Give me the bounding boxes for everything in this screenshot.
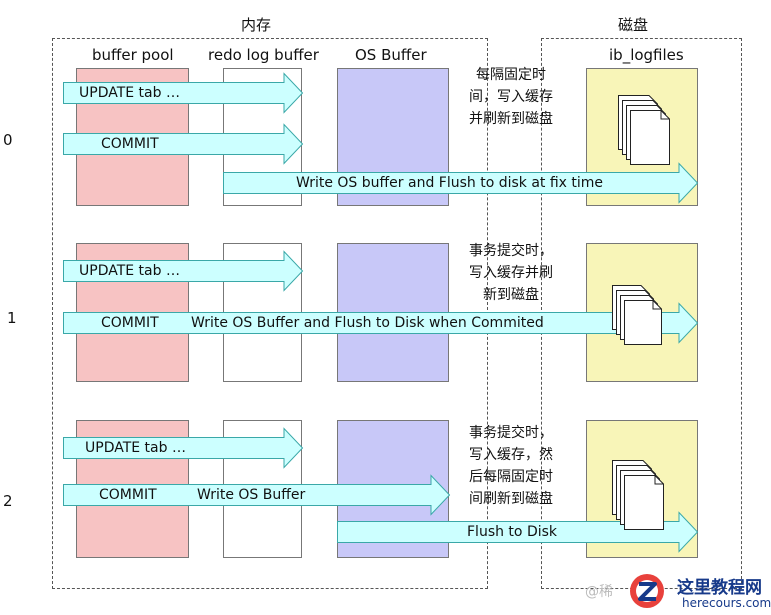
- note-line: 每隔固定时: [476, 67, 546, 83]
- flush-arrow-label: Write OS buffer and Flush to disk at fix…: [296, 175, 604, 191]
- arrow-shape: [63, 123, 304, 165]
- document-stack-shape: [612, 460, 664, 530]
- document-stack-icon: [612, 285, 662, 345]
- note-line: 间刷新到磁盘: [469, 491, 553, 507]
- document-stack-shape: [618, 95, 670, 165]
- commit-arrow: COMMIT: [63, 123, 304, 165]
- buffer-pool-header: buffer pool: [92, 46, 174, 64]
- update-arrow: UPDATE tab …: [63, 72, 304, 114]
- update-arrow-label: UPDATE tab …: [79, 263, 180, 279]
- arrow-shape: [223, 162, 699, 204]
- note-line: 事务提交时，: [469, 243, 553, 259]
- flush-arrow: Write OS buffer and Flush to disk at fix…: [223, 162, 699, 204]
- note-line: 写入缓存并刷: [469, 265, 553, 281]
- note-line: 事务提交时，: [469, 425, 553, 441]
- arrow-shape: [63, 250, 304, 292]
- ib-logfiles-header: ib_logfiles: [609, 46, 684, 64]
- note-row-1: 事务提交时， 写入缓存并刷 新到磁盘: [446, 240, 576, 306]
- note-line: 写入缓存，然: [469, 447, 553, 463]
- row-number: 2: [3, 492, 13, 510]
- write-arrow-label: Write OS Buffer: [197, 487, 306, 503]
- row-number: 1: [7, 309, 17, 327]
- update-arrow-label: UPDATE tab …: [79, 85, 180, 101]
- update-arrow: UPDATE tab …: [63, 427, 304, 469]
- arrow-shape: [63, 302, 699, 344]
- os-buffer-header: OS Buffer: [355, 46, 427, 64]
- document-icon: [624, 475, 664, 530]
- arrow-shape: [63, 427, 304, 469]
- document-stack-shape: [612, 285, 662, 345]
- logo-url: herecours.com: [682, 596, 771, 610]
- update-arrow-label: UPDATE tab …: [85, 440, 186, 456]
- redo-log-buffer-header: redo log buffer: [208, 46, 319, 64]
- watermark-text: @稀: [585, 584, 613, 600]
- commit-arrow-label: COMMIT: [99, 487, 157, 503]
- note-line: 并刷新到磁盘: [469, 111, 553, 127]
- arrow-shape: [63, 474, 451, 516]
- row-number: 0: [3, 131, 13, 149]
- document-stack-icon: [618, 95, 670, 165]
- commit-flush-arrow: COMMIT Write OS Buffer and Flush to Disk…: [63, 302, 699, 344]
- commit-arrow-label: COMMIT: [101, 315, 159, 331]
- flush-arrow-label: Write OS Buffer and Flush to Disk when C…: [191, 315, 544, 331]
- arrow-shape: [337, 511, 699, 553]
- memory-region-title: 内存: [241, 16, 272, 34]
- commit-write-arrow: COMMIT Write OS Buffer: [63, 474, 451, 516]
- update-arrow: UPDATE tab …: [63, 250, 304, 292]
- arrow-shape: [63, 72, 304, 114]
- note-line: 后每隔固定时: [469, 469, 553, 485]
- logo-icon: [626, 571, 668, 611]
- commit-arrow-label: COMMIT: [101, 136, 159, 152]
- disk-region-title: 磁盘: [618, 16, 649, 34]
- note-line: 间，写入缓存: [469, 89, 553, 105]
- logo-text: 这里教程网: [677, 578, 762, 598]
- note-row-2: 事务提交时， 写入缓存，然 后每隔固定时 间刷新到磁盘: [446, 422, 576, 510]
- flush-arrow-label: Flush to Disk: [467, 524, 558, 540]
- document-icon: [624, 300, 662, 345]
- document-stack-icon: [612, 460, 664, 530]
- flush-arrow: Flush to Disk: [337, 511, 699, 553]
- note-line: 新到磁盘: [483, 287, 539, 303]
- document-icon: [630, 110, 670, 165]
- note-row-0: 每隔固定时 间，写入缓存 并刷新到磁盘: [446, 64, 576, 130]
